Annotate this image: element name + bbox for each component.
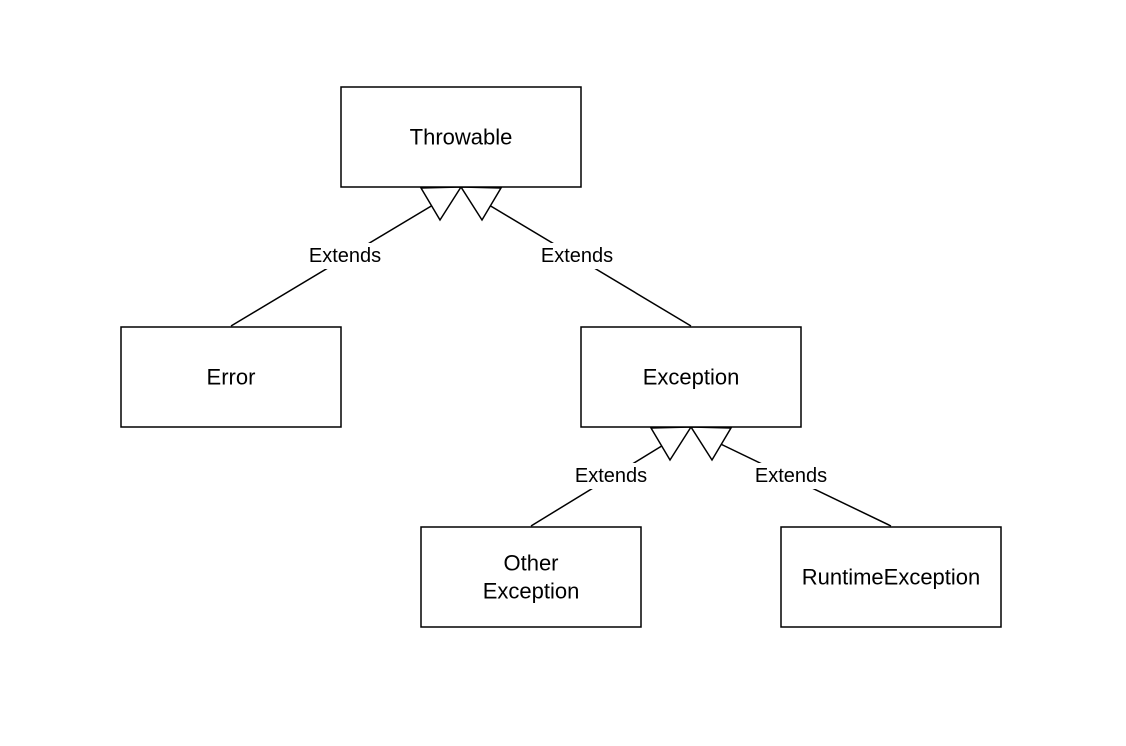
- node-label: Error: [207, 365, 256, 390]
- node-box: [780, 526, 1002, 628]
- edge-error-extends-throwable: Extends: [230, 186, 463, 327]
- node-label: Throwable: [410, 125, 513, 150]
- node-label-line-1: Other: [503, 551, 558, 576]
- hollow-triangle-arrowhead-icon: [689, 426, 733, 462]
- node-box: [340, 86, 582, 188]
- node-exception: Exception: [580, 326, 802, 428]
- edge-label-background: [534, 243, 620, 269]
- node-error: Error: [120, 326, 342, 428]
- edge-label: Extends: [755, 465, 827, 487]
- node-runtime-exception: RuntimeException: [780, 526, 1002, 628]
- edge-label: Extends: [309, 245, 381, 267]
- edge-label-background: [748, 463, 834, 489]
- edge-label-background: [568, 463, 654, 489]
- node-other-exception: Other Exception: [420, 526, 642, 628]
- node-label: Exception: [643, 365, 740, 390]
- node-throwable: Throwable: [340, 86, 582, 188]
- edge-label: Extends: [575, 465, 647, 487]
- edge-exception-extends-throwable: Extends: [459, 186, 692, 327]
- node-box: [120, 326, 342, 428]
- node-label-line-2: Exception: [483, 579, 580, 604]
- edge-runtime-exception-extends-exception: Extends: [689, 426, 892, 527]
- hollow-triangle-arrowhead-icon: [419, 186, 463, 222]
- node-box: [580, 326, 802, 428]
- node-box: [420, 526, 642, 628]
- edge-label: Extends: [541, 245, 613, 267]
- hollow-triangle-arrowhead-icon: [649, 426, 693, 462]
- hollow-triangle-arrowhead-icon: [459, 186, 503, 222]
- edge-label-background: [302, 243, 388, 269]
- node-label: RuntimeException: [802, 565, 981, 590]
- edge-other-exception-extends-exception: Extends: [530, 426, 693, 527]
